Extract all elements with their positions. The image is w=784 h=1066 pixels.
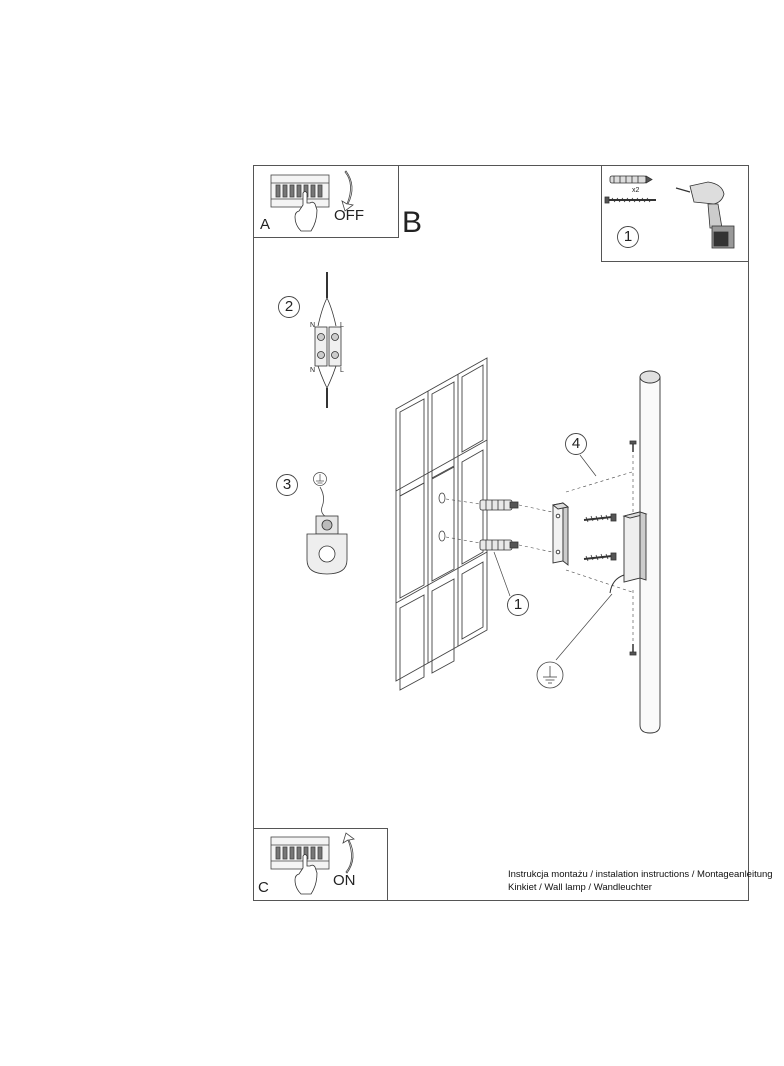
wall-plug-bottom [479,539,519,551]
set-screw-bottom [629,644,637,656]
guide-line-bottom [445,536,481,544]
terminal-label-l-top: L [340,322,344,329]
breaker-box-on-icon [270,836,330,895]
lamp-mounting-box [622,511,648,583]
ground-wire [319,486,327,518]
panel-c-letter: C [258,879,269,896]
ground-symbol-icon [536,661,564,689]
leader-line-ground [555,593,613,661]
breaker-box-off-icon [270,174,330,232]
off-label: OFF [334,207,364,224]
footer-instructions-title: Instrukcja montażu / instalation instruc… [508,869,773,880]
panel-b-letter: B [402,206,423,239]
screw-top [583,513,617,523]
wall-tiles [395,357,488,691]
quantity-label: x2 [632,187,640,194]
screw-bottom [583,552,617,562]
lamp-wire [609,574,625,594]
terminal-label-n-bottom: N [310,367,316,374]
guide-line-top [445,498,481,505]
wall-plug-screw-icon [604,175,656,204]
footer-product-title: Kinkiet / Wall lamp / Wandleuchter [508,882,652,893]
leader-line-bracket [579,454,597,477]
bracket-dashed-outline [565,471,633,593]
ground-terminal-icon [306,515,348,575]
drill-hole-bottom [438,530,446,542]
wall-plug-top [479,499,519,511]
mounting-bracket [551,502,570,566]
terminal-label-n-top: N [310,322,316,329]
step-2-number: 2 [284,298,294,315]
guide-line-plug-bottom [518,544,553,553]
step-1-tools-number: 1 [623,228,633,245]
set-screw-top [629,440,637,452]
panel-c-frame [253,828,388,901]
tools-panel-frame [601,165,749,262]
step-3-number: 3 [282,476,292,493]
drill-icon [675,181,735,249]
step-1-tools-circle [617,226,639,248]
step-2-circle [278,296,300,318]
guide-line-plug-top [518,504,553,513]
step-4-number: 4 [571,435,581,452]
terminal-block-icon [314,272,342,408]
leader-line-wall [493,551,511,597]
outer-frame [253,165,749,901]
on-label: ON [333,872,356,889]
step-4-circle [565,433,587,455]
step-1-wall-circle [507,594,529,616]
panel-a-letter: A [260,216,271,233]
panel-a-frame [253,165,399,238]
drill-hole-top [438,492,446,504]
wall-lamp-tube [639,370,661,734]
step-3-circle [276,474,298,496]
terminal-label-l-bottom: L [340,367,344,374]
arrow-up-icon [342,832,355,874]
ground-small-icon [313,472,327,486]
arrow-down-icon [341,170,354,212]
step-1-wall-number: 1 [513,596,523,613]
